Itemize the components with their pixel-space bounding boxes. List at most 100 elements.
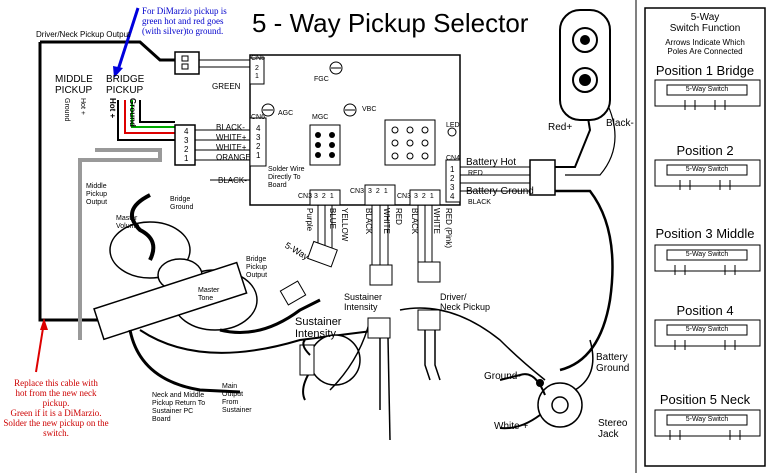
switch-pos-2	[654, 159, 761, 190]
bridge-pickup-label: BRIDGE PICKUP	[106, 74, 144, 96]
pin-number: 2	[256, 142, 261, 151]
pins-cn6: 4 3 2 1	[256, 124, 260, 160]
label-line: Stereo	[598, 418, 628, 429]
orange-label: ORANGE	[216, 153, 251, 162]
red-pink-label: RED (Pink)	[444, 208, 453, 249]
bridge-ground-label: Ground	[128, 98, 137, 127]
cn3-label-3: CN3	[397, 193, 412, 200]
position-1-label: Position 1 Bridge	[655, 63, 755, 78]
switch-pos-1	[654, 79, 761, 110]
label-line: Battery	[596, 352, 628, 363]
mgc-label: MGC	[312, 114, 329, 121]
red-label-2: RED	[468, 170, 483, 177]
red-plus-label: Red+	[548, 122, 573, 133]
pin-number: 2	[255, 65, 259, 72]
label-line: Master	[198, 287, 220, 294]
cn3-label-2: CN3	[350, 188, 365, 195]
label-line: Driver/	[440, 292, 467, 302]
pins-cn3-a: 321	[314, 193, 338, 201]
neck-connector	[174, 51, 200, 75]
note-line: hot from the new neck pickup.	[15, 388, 97, 408]
label-line: Neck Pickup	[440, 302, 491, 312]
note-line: green hot and red goes	[142, 16, 224, 26]
blue-label: BLUE	[328, 208, 337, 229]
label-line: Directly To	[268, 174, 301, 181]
pin-number: 3	[368, 188, 376, 195]
switch-label-3: 5-Way Switch	[685, 251, 729, 258]
stereo-jack-label: Stereo Jack	[598, 418, 627, 440]
note-line: Solder the new pickup on the	[3, 418, 109, 428]
white-label-3: WHITE	[382, 208, 391, 234]
switch-pos-5	[654, 409, 761, 440]
agc-label: AGC	[278, 110, 294, 117]
fgc-label: FGC	[314, 76, 329, 83]
yellow-label: YELLOW	[340, 208, 349, 242]
blue-arrow	[116, 7, 140, 71]
label-line: Poles Are Connected	[667, 47, 743, 56]
black-label-5: BLACK	[468, 199, 491, 206]
left-black-cable	[38, 42, 108, 322]
pin-number: 4	[256, 124, 261, 133]
switch-pos-3	[654, 244, 761, 275]
middle-pickup-output-label: Middle Pickup Output	[86, 183, 107, 207]
switch-label-1: 5-Way Switch	[685, 86, 729, 93]
pins-cn3-b: 321	[368, 188, 392, 196]
vbc-label: VBC	[362, 106, 377, 113]
battery-ground-label-2: Battery Ground	[596, 352, 629, 374]
label-line: Board	[268, 182, 287, 189]
label-line: Pickup	[86, 191, 108, 198]
white-label-4: WHITE	[432, 208, 441, 234]
label-line: Sustainer	[295, 316, 342, 328]
label-line: BRIDGE	[106, 74, 145, 85]
pin-number: 1	[255, 73, 259, 80]
label-line: Output	[246, 272, 268, 279]
pin-number: 2	[450, 174, 455, 183]
label-line: Switch Function	[669, 23, 741, 34]
pins-cn4: 1 2 3 4	[450, 165, 454, 201]
label-line: PICKUP	[55, 85, 93, 96]
note-line: For DiMarzio pickup is	[142, 6, 227, 16]
pin-number: 1	[450, 165, 455, 174]
label-line: Pickup Return To	[152, 400, 206, 407]
green-label: GREEN	[212, 82, 241, 91]
label-line: 5-Way	[690, 12, 720, 23]
pin-number: 1	[256, 151, 261, 160]
pin-number: 3	[314, 193, 322, 200]
label-line: Bridge	[246, 256, 267, 263]
black-label-2: BLACK-	[218, 176, 247, 185]
pin-number: 1	[383, 188, 392, 195]
label-line: Jack	[598, 429, 619, 440]
ground-minus-label: Ground-	[484, 371, 521, 382]
pin-number: 2	[321, 193, 330, 200]
label-line: Main	[222, 383, 238, 390]
note-line: Replace this cable with	[14, 378, 98, 388]
black-label-1: BLACK-	[216, 123, 245, 132]
red-label-1: RED	[394, 208, 403, 225]
cn5-label: CN5	[251, 55, 266, 62]
switch-function-panel	[644, 7, 766, 467]
bridge-ground-label-2: Bridge Ground	[170, 196, 193, 212]
label-line: Board	[152, 416, 171, 423]
pin-number: 4	[184, 127, 189, 136]
switch-pos-4	[654, 319, 761, 350]
battery-hot-label: Battery Hot	[466, 157, 517, 168]
master-volume-label: Master Volume	[116, 215, 139, 231]
white-label-2: WHITE+	[216, 143, 247, 152]
label-line: Sustainer	[344, 292, 383, 302]
label-line: Middle	[86, 183, 107, 190]
sustainer-intensity-small-label: Sustainer Intensity	[344, 292, 382, 312]
black-label-4: BLACK	[410, 208, 419, 235]
bridge-pickup-output-label: Bridge Pickup Output	[246, 256, 267, 280]
note-line: switch.	[43, 428, 69, 438]
sustainer-intensity-label: Sustainer Intensity	[295, 316, 341, 340]
battery-connector	[529, 159, 556, 196]
position-5-label: Position 5 Neck	[659, 392, 751, 407]
pin-number: 2	[184, 145, 189, 154]
purple-label: Purple	[305, 208, 314, 232]
label-line: Master	[116, 215, 138, 222]
black-minus-label: Black-	[606, 118, 634, 129]
pin-number: 1	[429, 193, 438, 200]
pin-number: 3	[414, 193, 422, 200]
position-4-label: Position 4	[676, 303, 734, 318]
led-label: LED	[446, 122, 460, 129]
